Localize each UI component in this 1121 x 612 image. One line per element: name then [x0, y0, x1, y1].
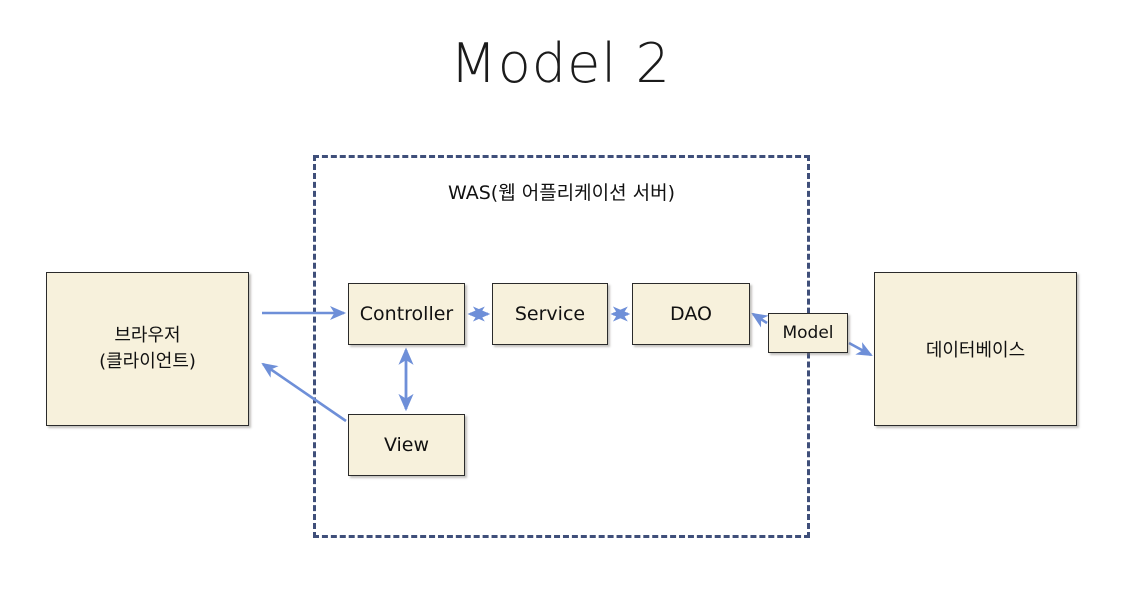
node-model-label: Model: [782, 323, 834, 343]
node-browser-line1: 브라우저: [114, 324, 181, 346]
was-boundary-container: [313, 155, 810, 538]
node-model[interactable]: Model: [768, 313, 848, 353]
node-browser-line2: (클라이언트): [99, 351, 196, 372]
node-controller[interactable]: Controller: [348, 283, 465, 345]
node-database-label: 데이터베이스: [925, 340, 1026, 361]
node-view[interactable]: View: [348, 414, 465, 476]
connector-model-to-database: [848, 341, 873, 357]
node-view-label: View: [383, 434, 430, 456]
node-browser[interactable]: 브라우저 (클라이언트): [46, 272, 249, 426]
node-database[interactable]: 데이터베이스: [874, 272, 1077, 426]
node-dao[interactable]: DAO: [632, 283, 750, 345]
node-controller-label: Controller: [359, 303, 454, 325]
node-service-label: Service: [514, 303, 586, 325]
node-service[interactable]: Service: [492, 283, 608, 345]
was-boundary-label: WAS(웹 어플리케이션 서버): [447, 182, 676, 204]
page-title: Model 2: [450, 32, 671, 95]
node-dao-label: DAO: [670, 303, 712, 325]
